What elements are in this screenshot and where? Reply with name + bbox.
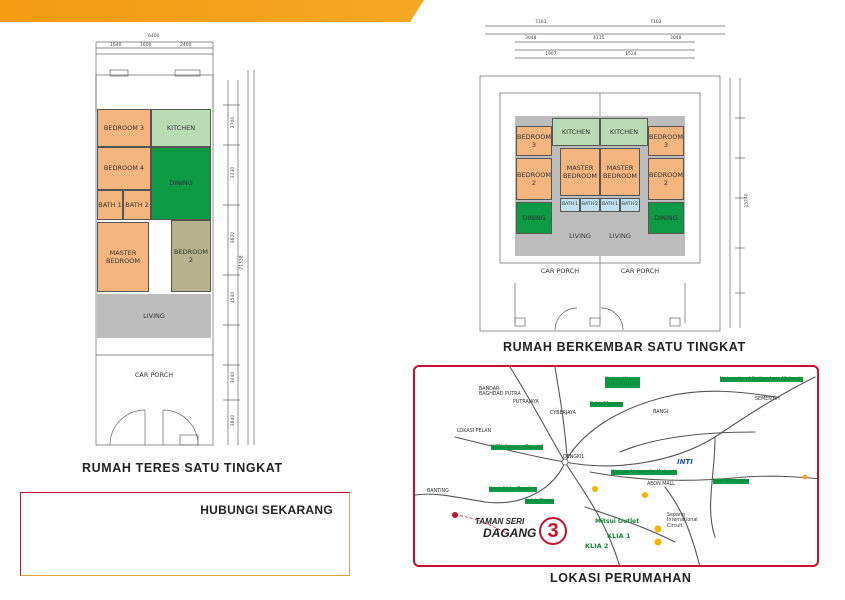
semid-living-right: LIVING xyxy=(609,231,631,240)
brand-line-1: TAMAN SERI xyxy=(475,517,525,526)
semid-dim-left: 7163 xyxy=(535,20,547,25)
semid-kitchen-left: KITCHEN xyxy=(552,118,600,146)
semid-dim-e: 1524 xyxy=(625,52,637,57)
room-kitchen: KITCHEN xyxy=(151,109,211,147)
terrace-plan-lines xyxy=(95,41,255,446)
room-bath-1: BATH 1 xyxy=(97,190,123,220)
semid-dim-right: 7163 xyxy=(650,20,662,25)
map-label-bangi: BANGI xyxy=(653,410,669,415)
map-label-nilai: Nilai University xyxy=(713,479,750,485)
semid-dim-a: 3048 xyxy=(525,36,537,41)
map-label-putrajaya: PUTRAJAYA xyxy=(513,400,539,405)
terrace-dim-d2: 1600 xyxy=(140,43,152,48)
map-label-pelan: LOKASI PELAN xyxy=(457,429,492,434)
semid-bedroom-3-left: BEDROOM 3 xyxy=(516,126,552,156)
contact-title: HUBUNGI SEKARANG xyxy=(200,503,333,517)
semid-dining-right: DINING xyxy=(648,202,684,234)
terrace-dim-r1: 2700 xyxy=(231,116,237,129)
terrace-dim-r3: 3620 xyxy=(231,231,237,244)
terrace-dim-r5: 3040 xyxy=(231,371,237,384)
semid-floor-plan: 7163 7163 3048 4115 3048 1907 1524 15240… xyxy=(475,18,770,338)
semid-dim-total: 15240 xyxy=(744,193,750,208)
room-bedroom-4: BEDROOM 4 xyxy=(97,147,151,190)
semid-bedroom-3-right: BEDROOM 3 xyxy=(648,126,684,156)
room-master-bedroom: MASTER BEDROOM xyxy=(97,222,149,292)
semid-carporch-right: CAR PORCH xyxy=(620,266,660,275)
room-bath-2: BATH 2 xyxy=(123,190,151,220)
semid-bath-2-left: BATH 2 xyxy=(580,198,600,212)
map-label-kanji: Kanji Aloha Beading xyxy=(489,487,537,493)
terrace-dim-r2: 3230 xyxy=(231,166,237,179)
map-label-inti: INTI xyxy=(677,458,693,466)
brand-number: 3 xyxy=(539,517,567,545)
brand-line-2: DAGANG xyxy=(483,526,537,540)
map-label-pusat: Putra Mosque xyxy=(590,402,623,408)
map-caption: LOKASI PERUMAHAN xyxy=(550,571,692,585)
terrace-dim-d1: 1640 xyxy=(110,43,122,48)
map-label-sepang: Sepang International Circuit xyxy=(667,513,698,529)
contact-box[interactable]: HUBUNGI SEKARANG xyxy=(20,492,350,576)
semid-dim-d: 1907 xyxy=(545,52,557,57)
semid-kitchen-right: KITCHEN xyxy=(600,118,648,146)
map-label-mitsui: Mitsui Outlet xyxy=(595,518,640,525)
terrace-caption: RUMAH TERES SATU TINGKAT xyxy=(82,461,283,475)
room-bedroom-3: BEDROOM 3 xyxy=(97,109,151,147)
room-bedroom-2: BEDROOM 2 xyxy=(171,220,211,292)
map-label-dengkil: DENGKIL xyxy=(563,455,585,460)
map-label-uitm: UiTM Kampus Dengkil xyxy=(491,445,544,451)
semid-bedroom-2-right: BEDROOM 2 xyxy=(648,158,684,200)
semid-dining-left: DINING xyxy=(516,202,552,234)
terrace-dim-r6: 3840 xyxy=(231,414,237,427)
map-label-cyberjaya: CYBERJAYA xyxy=(550,411,576,416)
room-car-porch: CAR PORCH xyxy=(134,370,174,379)
semid-dim-c: 3048 xyxy=(670,36,682,41)
terrace-dim-d3: 2400 xyxy=(180,43,192,48)
map-label-semenyih: SEMENYIH xyxy=(755,397,780,402)
location-map: BANDAR BAGHDAD PUTRA PUTRAJAYA CYBERJAYA… xyxy=(413,365,819,567)
semid-caption: RUMAH BERKEMBAR SATU TINGKAT xyxy=(503,340,746,354)
map-label-unm: University of Nottingham Malaysia xyxy=(720,377,803,383)
terrace-floor-plan: 6400 1640 1600 2400 2700 3230 3620 1540 … xyxy=(80,30,265,450)
semid-bedroom-2-left: BEDROOM 2 xyxy=(516,158,552,200)
semid-master-left: MASTER BEDROOM xyxy=(560,148,600,196)
semid-bath-1-left: BATH 1 xyxy=(560,198,580,212)
semid-dim-b: 4115 xyxy=(593,36,605,41)
semid-living-left: LIVING xyxy=(569,231,591,240)
map-roads xyxy=(415,367,817,565)
semid-bath-2-right: BATH 2 xyxy=(620,198,640,212)
map-brand-logo: TAMAN SERI DAGANG 3 xyxy=(475,517,567,551)
map-label-salak: Salak Tinggi xyxy=(525,499,555,505)
room-living: LIVING xyxy=(97,294,211,338)
header-accent-band xyxy=(0,0,424,22)
semid-bath-1-right: BATH 1 xyxy=(600,198,620,212)
terrace-dim-total: 21338 xyxy=(239,255,245,270)
map-label-ioi: AEON MALL xyxy=(647,482,675,487)
terrace-dim-width: 6400 xyxy=(148,34,160,39)
map-label-xmu: Xiamen University Malaysia xyxy=(611,470,678,476)
room-dining: DINING xyxy=(151,147,211,220)
semid-plan-lines xyxy=(479,25,745,332)
map-label-banting: BANTING xyxy=(427,489,449,494)
semid-carporch-left: CAR PORCH xyxy=(540,266,580,275)
map-label-bandar: BANDAR BAGHDAD PUTRA xyxy=(479,387,521,398)
map-label-klia1: KLIA 1 xyxy=(607,532,631,540)
semid-master-right: MASTER BEDROOM xyxy=(600,148,640,196)
terrace-dim-r4: 1540 xyxy=(231,291,237,304)
map-label-upm: Universiti Putra Malaysia xyxy=(605,377,641,388)
map-label-klia2: KLIA 2 xyxy=(585,542,609,550)
